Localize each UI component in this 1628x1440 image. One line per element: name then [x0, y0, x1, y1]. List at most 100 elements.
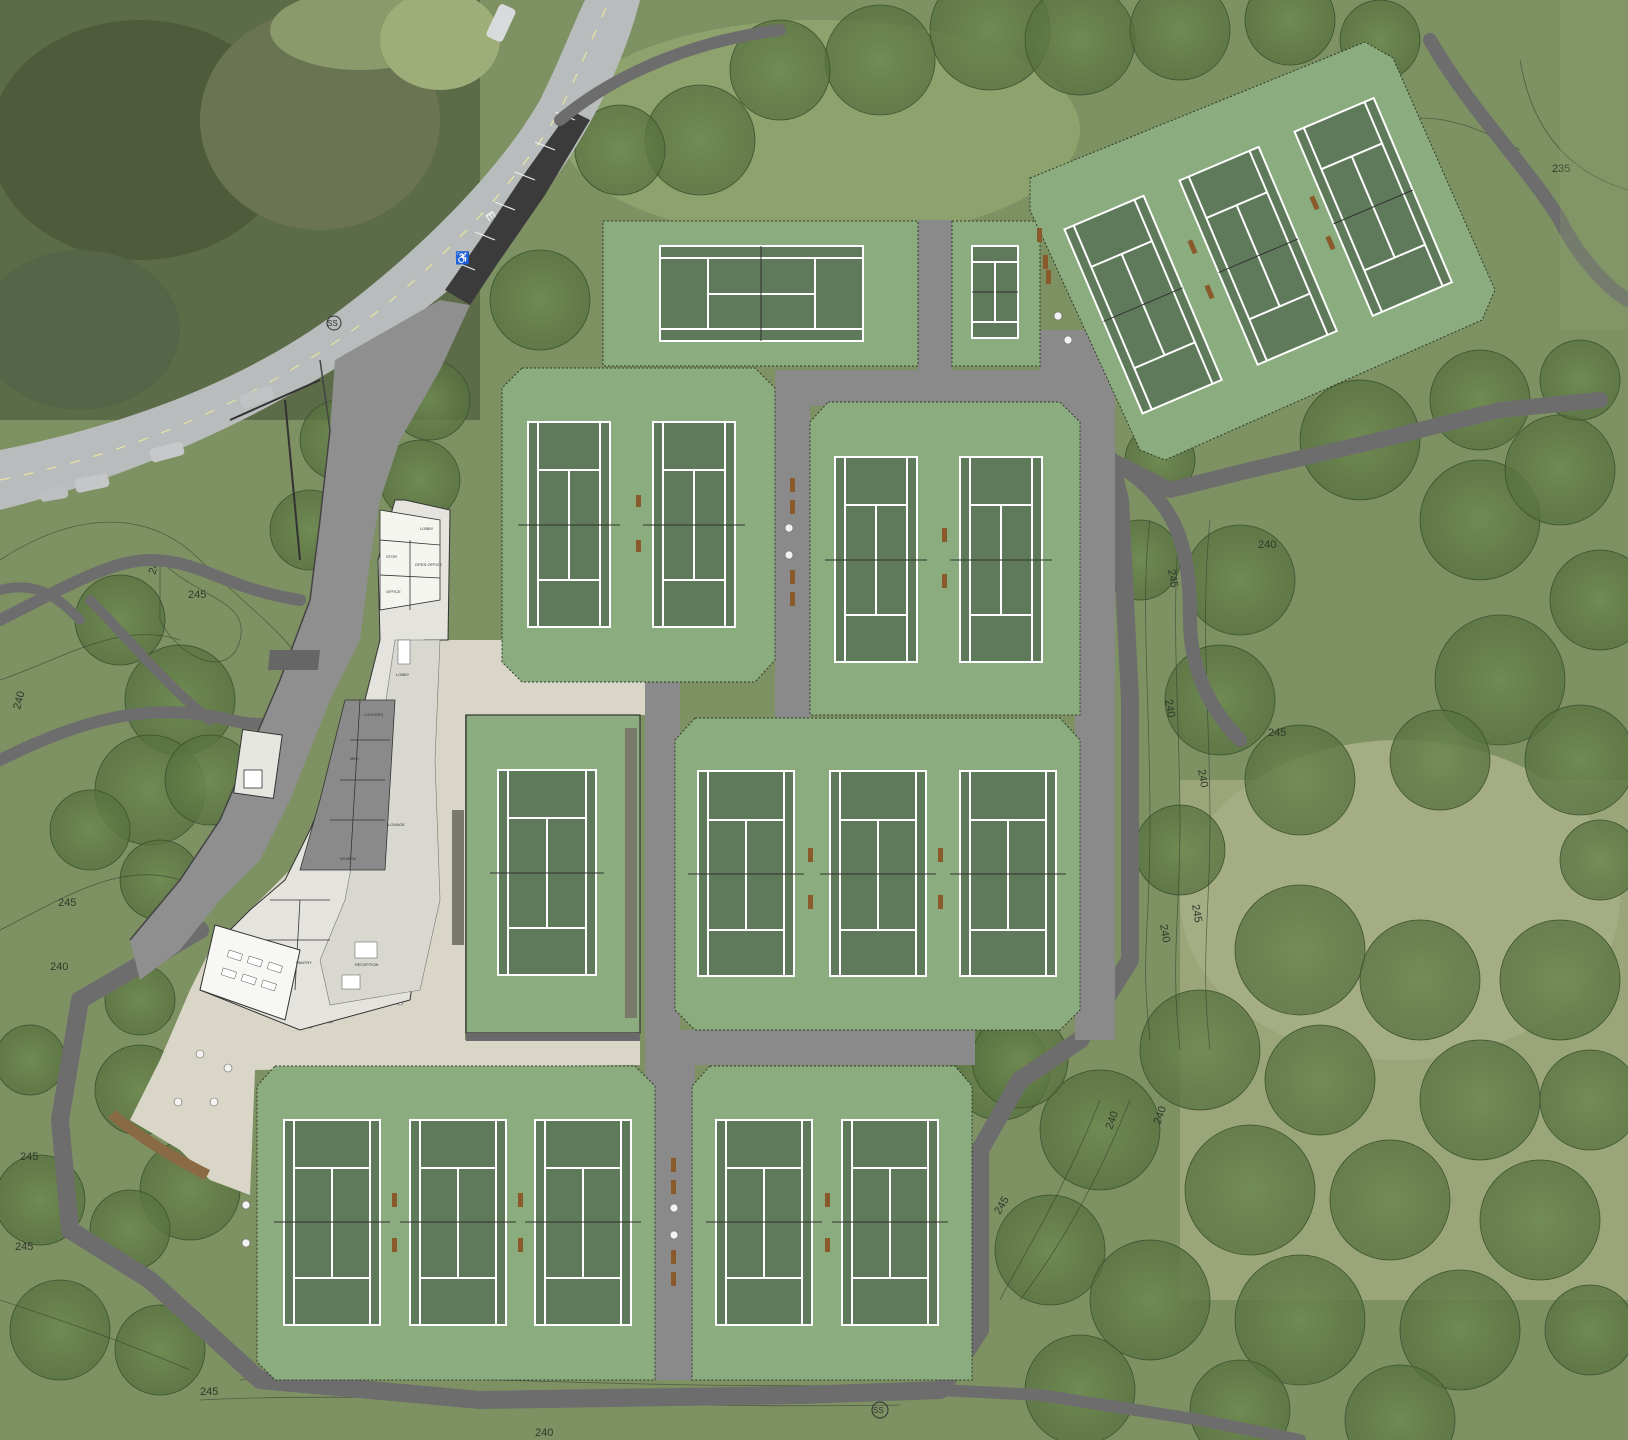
- classroom: [199, 924, 301, 1021]
- accessible-parking-icon: ♿: [455, 251, 470, 265]
- contour-label: 235: [1552, 163, 1570, 175]
- path-to-upper-courts: [1102, 392, 1608, 498]
- room-label-reception: RECEPTION: [355, 962, 378, 967]
- walkways: [0, 24, 1628, 1440]
- court-block-top-right: [1029, 41, 1496, 461]
- wall-line: [229, 379, 321, 421]
- tennis-court: [643, 421, 745, 628]
- lawn-patch: [380, 0, 500, 90]
- contour-label: 240: [1152, 1105, 1170, 1126]
- court-block-middle: [674, 717, 1081, 1031]
- room-label-women: WOMEN: [340, 856, 356, 861]
- parked-car: [486, 4, 516, 42]
- court-group: [1063, 96, 1454, 415]
- contour-label: 245: [1268, 727, 1286, 739]
- wall-line: [284, 399, 301, 561]
- room-label-lobby: LOBBY: [420, 526, 434, 531]
- street-road: E ♿: [0, 0, 640, 510]
- entry-curb: [129, 359, 331, 941]
- contour-label: 245: [1189, 903, 1204, 923]
- road-surface: [0, 0, 640, 510]
- locker-rooms: [299, 699, 396, 871]
- pavement-corridor: [775, 370, 810, 720]
- path-north-east: [1103, 453, 1247, 747]
- clubhouse-walls: [260, 539, 441, 991]
- contour-label: 240: [1258, 539, 1276, 551]
- entry-drive-surface: [130, 300, 470, 980]
- tennis-court: [832, 1119, 948, 1326]
- shade-structure: [466, 1033, 640, 1041]
- sewer-label: SS: [873, 1406, 884, 1415]
- contour-label: 240: [1157, 923, 1172, 943]
- tennis-court: [706, 1119, 822, 1326]
- pavement-center: [645, 680, 680, 1080]
- contour-label: 245: [188, 589, 206, 601]
- tennis-court: [820, 770, 936, 977]
- path-top-arc: [554, 24, 786, 126]
- classroom-tables: [220, 949, 283, 992]
- clubhouse-building: LOBBY OPEN OFFICE STOR OFFICE LOBBY LOCK…: [199, 499, 451, 1031]
- tennis-court: [1178, 145, 1339, 366]
- tennis-court: [490, 769, 604, 976]
- court-block-top: [602, 220, 1041, 367]
- pavement-corridor-horizontal: [775, 370, 1075, 406]
- sewer-manhole-icon: SS: [871, 1401, 889, 1419]
- tennis-court: [518, 421, 620, 628]
- woods-patch: [0, 250, 180, 410]
- parked-car: [149, 441, 185, 463]
- contour-label: 245: [200, 1386, 218, 1398]
- contour-label: 245: [20, 1151, 38, 1163]
- parking-bays: [445, 110, 590, 305]
- image-edge-light: [1560, 0, 1628, 330]
- room-label-lounge: LOUNGE: [388, 822, 405, 827]
- bleacher: [452, 885, 464, 945]
- room-label-men: MEN: [350, 756, 359, 761]
- contour-label: 240: [535, 1427, 553, 1439]
- west-trail: [85, 595, 215, 725]
- contour-label-group: 245 240 240 245 240 245 235 240 240 245 …: [11, 163, 1570, 1439]
- tennis-court: [659, 245, 864, 342]
- tennis-court: [1293, 96, 1454, 318]
- contour-label: 240: [1195, 768, 1210, 788]
- tennis-court: [525, 1119, 641, 1326]
- parked-car: [74, 473, 110, 493]
- room-label-stor: STOR: [386, 554, 397, 559]
- court-block-bottom-left: [256, 1065, 656, 1381]
- tennis-court: [274, 1119, 390, 1326]
- pavement-east: [1075, 460, 1115, 1040]
- bleacher: [452, 810, 464, 890]
- mini-court: [971, 245, 1019, 339]
- pavement-mid-horizontal: [645, 1030, 975, 1065]
- stair-west: [268, 650, 320, 670]
- tennis-court: [688, 770, 804, 977]
- parked-car: [239, 385, 275, 409]
- court-benches: [392, 195, 1336, 1286]
- bottom-exit-path: [934, 1384, 1306, 1440]
- contour-label: 245: [15, 1241, 33, 1253]
- bleacher: [625, 728, 637, 1018]
- room-label-pantry: PANTRY: [296, 960, 312, 965]
- road-centerline: [0, 0, 611, 481]
- contour-label: 245: [1165, 568, 1180, 588]
- tennis-court: [825, 456, 927, 663]
- tennis-court: [400, 1119, 516, 1326]
- west-trail: [0, 582, 85, 625]
- retaining-wall: [108, 1110, 210, 1180]
- court-block-bottom-right: [691, 1065, 973, 1381]
- contour-label: 245: [58, 897, 76, 909]
- contour-label: 240: [11, 690, 27, 711]
- court-block-upper-left: [501, 367, 776, 683]
- path-top-right: [1423, 33, 1628, 307]
- lounge-furniture: [341, 639, 411, 990]
- parked-car: [39, 486, 69, 502]
- room-label-lockers: LOCKERS: [364, 712, 383, 717]
- contour-label: 240: [1162, 698, 1177, 718]
- utility-shed: [233, 728, 283, 800]
- pavement-top-divider: [918, 220, 952, 370]
- room-label-office: OFFICE: [386, 589, 401, 594]
- room-label-lobby-2: LOBBY: [396, 672, 410, 677]
- pavement-spine-lower: [655, 1060, 695, 1380]
- tennis-court: [950, 770, 1066, 977]
- court-block-upper-right: [809, 401, 1081, 716]
- room-label-open-office: OPEN OFFICE: [415, 562, 442, 567]
